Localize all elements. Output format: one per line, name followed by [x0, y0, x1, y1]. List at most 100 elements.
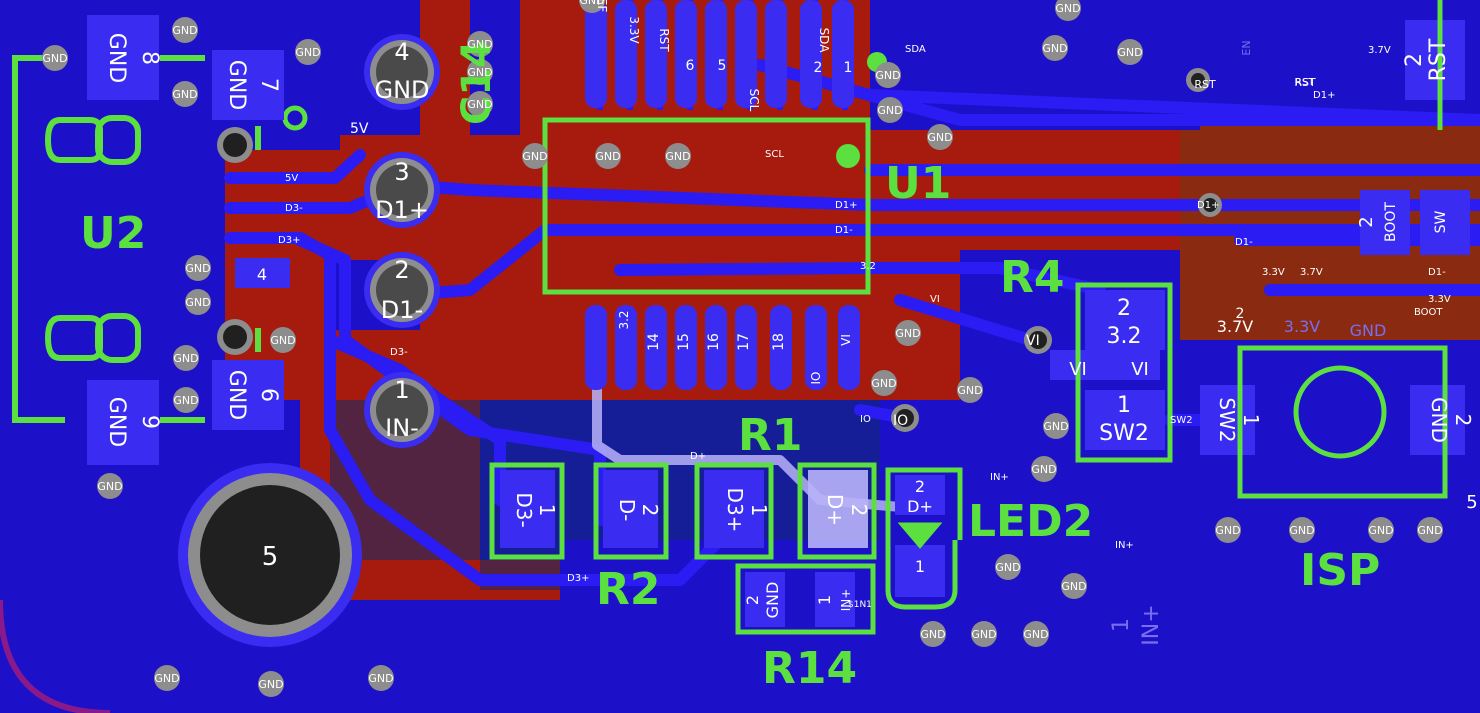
gnd-via-label: GND — [875, 69, 900, 82]
u1-top-pins — [585, 0, 854, 108]
usb-pad6-num: 6 — [256, 388, 281, 402]
conn-pin1-net: IN- — [385, 414, 419, 442]
boot-pad-net: BOOT — [1383, 202, 1399, 242]
gnd-via — [1043, 413, 1069, 439]
net-d1p-r: D1+ — [1197, 200, 1219, 211]
net-3v3-r: 3.3V — [1428, 294, 1451, 305]
r4-pad1-net: SW2 — [1099, 421, 1149, 446]
led2-pad2-num: 2 — [915, 477, 925, 496]
u1-pin-1: 1 — [844, 60, 853, 76]
gnd-small-label: GND — [1350, 321, 1387, 340]
usb-pad8-num: 8 — [137, 51, 162, 65]
r1-pad2-net: D+ — [823, 494, 847, 526]
smd-pads — [500, 20, 1470, 627]
copper-pours — [225, 0, 1480, 713]
u1-pin-3v3: 3.3V — [627, 16, 641, 44]
r14-pad1-num: 1 — [815, 595, 834, 605]
led2-pad1-num: 1 — [915, 557, 925, 576]
gnd-via — [467, 31, 493, 57]
gnd-via — [154, 665, 180, 691]
gnd-via-label: GND — [467, 66, 492, 79]
led2-pad2-net: D+ — [907, 497, 933, 516]
r2-pad2-num: 2 — [638, 504, 662, 517]
rst-via-label: RST — [1194, 78, 1216, 91]
u1-bottom-pins — [585, 305, 860, 390]
net-boot-r: BOOT — [1414, 307, 1443, 318]
u1-pin-vi: VI — [839, 334, 853, 346]
gnd-via-label: GND — [97, 480, 122, 493]
gnd-via-label: GND — [295, 46, 320, 59]
net-d3p: D3+ — [278, 235, 300, 246]
net-dp: D+ — [690, 451, 706, 462]
refdes-led2: LED2 — [968, 496, 1093, 547]
refdes-c14: C14 — [454, 40, 500, 125]
boot-pad-num: 2 — [1356, 216, 1377, 227]
usb-pad9-num: 9 — [137, 415, 162, 429]
net-d3m-mid: D3- — [390, 347, 408, 358]
gnd-via-label: GND — [871, 377, 896, 390]
gnd-via — [467, 59, 493, 85]
usb-pads — [87, 15, 290, 465]
gnd-via-label: GND — [173, 352, 198, 365]
gnd-via-label: GND — [1368, 524, 1393, 537]
gnd-via — [185, 289, 211, 315]
gnd-via-label: GND — [1055, 2, 1080, 15]
r14-pad2-net: GND — [763, 582, 782, 619]
net-scl: SCL — [765, 149, 784, 160]
gnd-via — [1061, 573, 1087, 599]
conn-pin2-net: D1- — [381, 296, 423, 324]
gnd-via — [295, 39, 321, 65]
usb-pad9-net: GND — [104, 397, 129, 447]
gnd-via-label: GND — [1043, 420, 1068, 433]
refdes-u2: U2 — [80, 208, 146, 259]
net-sw2: SW2 — [1170, 415, 1193, 426]
gnd-via-label: GND — [1117, 46, 1142, 59]
r2-pad1-net: D3- — [512, 492, 536, 527]
u2-outline[interactable] — [12, 55, 261, 423]
gnd-via — [665, 143, 691, 169]
gnd-via-label: GND — [172, 24, 197, 37]
net-d1p: D1+ — [835, 200, 857, 211]
net-rst: RST — [1295, 77, 1315, 88]
refdes-r14: R14 — [762, 643, 857, 694]
u1-outline[interactable] — [542, 117, 871, 295]
net-in-plus-b: IN+ — [990, 472, 1009, 483]
vias — [42, 0, 1443, 697]
conn-pin2-num: 2 — [394, 256, 409, 284]
gnd-via-label: GND — [173, 394, 198, 407]
connector-holes — [364, 34, 440, 448]
conn-pin4-net: GND — [374, 76, 429, 104]
gnd-via-label: GND — [154, 672, 179, 685]
u1-pin-6: 6 — [686, 58, 695, 74]
net-vi: VI — [930, 294, 940, 305]
net-sda: SDA — [905, 44, 926, 55]
conn-pin3-num: 3 — [394, 158, 409, 186]
usb-pad4-num: 4 — [257, 265, 267, 284]
small-holes — [217, 68, 1222, 432]
gnd-via — [258, 671, 284, 697]
net-diode: $1N1 — [848, 600, 872, 610]
u1-pin-18: 18 — [771, 333, 787, 351]
sw-pad-net: SW — [1433, 210, 1449, 233]
mounting-hole[interactable] — [178, 463, 362, 647]
u1-pin-14: 14 — [646, 333, 662, 351]
isp-pad1-num: 1 — [1239, 414, 1263, 427]
net-d1p-top: D1+ — [1313, 90, 1335, 101]
gnd-via-label: GND — [595, 150, 620, 163]
gnd-via — [467, 91, 493, 117]
net-3v7-via: 3.7V — [1300, 267, 1323, 278]
u2-marker — [282, 105, 308, 131]
gnd-via — [1417, 517, 1443, 543]
rst-pad-net: RST — [1426, 38, 1451, 81]
gnd-via-label: GND — [1061, 580, 1086, 593]
net-5v-via: 5V — [350, 121, 369, 137]
gnd-via — [522, 143, 548, 169]
usb-pad7-net: GND — [224, 60, 249, 110]
gnd-via-label: GND — [995, 561, 1020, 574]
gnd-via-label: GND — [927, 131, 952, 144]
u1-pin-rst: RST — [657, 28, 671, 52]
in-plus-net: IN+ — [1139, 604, 1164, 645]
gnd-via — [957, 377, 983, 403]
